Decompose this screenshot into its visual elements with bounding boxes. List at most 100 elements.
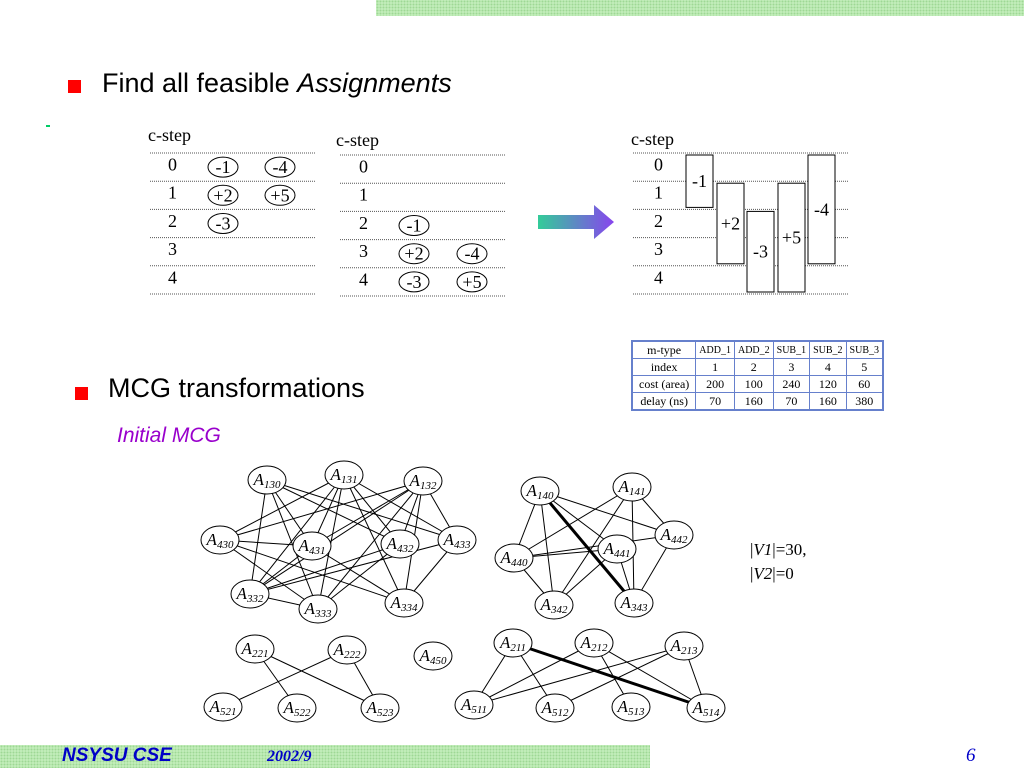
mcg-node-circle [203, 692, 243, 722]
operation-label: +5 [270, 185, 289, 205]
operation-box [777, 182, 806, 293]
page-number: 6 [966, 745, 976, 766]
operation-node: +2 [398, 243, 430, 265]
mcg-node-circle [454, 690, 494, 720]
table-row: cost (area) 200 100 240 120 60 [631, 375, 884, 393]
operation-label: -4 [465, 244, 480, 264]
operation-bar: +2 [716, 182, 745, 265]
table-cell: 200 [695, 375, 735, 393]
footer-date: 2002/9 [267, 748, 312, 765]
mcg-node-circle [384, 588, 424, 618]
operation-node: -4 [456, 243, 488, 265]
operation-oval [207, 213, 239, 234]
table-cell: 1 [695, 358, 735, 376]
mcg-edge [343, 474, 458, 541]
table-cell: 60 [845, 375, 884, 393]
mcg-node-label: A431 [298, 536, 326, 557]
mcg-node-label: A450 [419, 646, 447, 667]
cstep-number: 1 [654, 183, 663, 203]
footer-band [0, 745, 650, 768]
module-table-header: m-type ADD_1 ADD_2 SUB_1 SUB_2 SUB_3 [631, 340, 884, 359]
mcg-node: A332 [230, 579, 270, 609]
mcg-node: A430 [200, 525, 240, 555]
table-header-cell: SUB_1 [772, 340, 811, 359]
mcg-node: A521 [203, 692, 243, 722]
cstep-number: 2 [654, 211, 663, 231]
mcg-node: A431 [292, 531, 332, 561]
operation-label: +5 [462, 272, 481, 292]
operation-label: -1 [692, 171, 707, 191]
cstep-label-right: c-step [631, 129, 674, 149]
operation-label: -4 [273, 157, 288, 177]
operation-label: +2 [404, 244, 423, 264]
operation-box [807, 154, 836, 265]
operation-node: -4 [264, 156, 296, 178]
mcg-node-circle [200, 525, 240, 555]
mcg-node-label: A332 [236, 584, 264, 605]
cstep-number: 1 [359, 185, 368, 205]
mcg-node-label: A522 [283, 698, 311, 719]
cstep-number: 2 [359, 213, 368, 233]
mcg-node: A523 [360, 693, 400, 723]
operation-oval [398, 215, 430, 236]
operation-bar: -4 [807, 154, 836, 265]
module-table: m-type ADD_1 ADD_2 SUB_1 SUB_2 SUB_3 ind… [631, 340, 884, 411]
mcg-node-label: A343 [620, 593, 648, 614]
mcg-node: A522 [277, 693, 317, 723]
mcg-node-circle [403, 466, 443, 496]
bullet-square-2 [75, 387, 88, 400]
operation-label: +2 [721, 214, 740, 234]
mcg-node-label: A440 [500, 548, 528, 569]
mcg-edge [222, 649, 348, 708]
table-cell: index [631, 358, 697, 376]
mcg-node-circle [380, 529, 420, 559]
section1-emphasis: Assignments [297, 68, 452, 98]
mcg-edge [317, 543, 401, 610]
operation-node: -1 [207, 156, 239, 178]
operation-label: -3 [407, 272, 422, 292]
mcg-node-label: A212 [580, 633, 608, 654]
mcg-node: A130 [247, 465, 287, 495]
mcg-subtitle: Initial MCG [117, 424, 221, 447]
mcg-node-label: A141 [618, 477, 646, 498]
operation-node: -3 [398, 271, 430, 293]
mcg-edge [219, 480, 424, 541]
v1-size: |V1|=30, [750, 540, 807, 559]
mcg-node: A213 [664, 631, 704, 661]
mcg-node-circle [292, 531, 332, 561]
mcg-node: A343 [614, 588, 654, 618]
cstep-number: 3 [168, 239, 177, 259]
table-cell: 160 [809, 392, 847, 411]
mcg-node-label: A211 [499, 633, 526, 654]
cstep-number: 2 [168, 211, 177, 231]
table-cell: 70 [772, 392, 811, 411]
operation-node: +5 [456, 271, 488, 293]
mcg-node-label: A433 [443, 530, 471, 551]
mcg-node: A140 [520, 476, 560, 506]
top-decorative-band [376, 0, 1024, 16]
cstep-number: 4 [168, 267, 177, 287]
table-cell: 5 [845, 358, 884, 376]
mcg-edge [554, 645, 685, 709]
mcg-edge [317, 480, 424, 610]
operation-oval [456, 271, 488, 293]
mcg-node-circle [535, 693, 575, 723]
footer-org: NSYSU CSE [62, 745, 172, 766]
mcg-node: A450 [413, 641, 453, 671]
mcg-edge [249, 543, 401, 595]
mcg-edge [249, 474, 345, 595]
cstep-number: 4 [359, 269, 368, 289]
operation-oval [207, 184, 239, 206]
operation-node: -1 [398, 215, 430, 236]
table-header-cell: ADD_2 [733, 340, 774, 359]
mcg-node: A131 [324, 460, 364, 490]
mcg-edge [473, 642, 595, 706]
operation-oval [207, 156, 239, 178]
mcg-node: A132 [403, 466, 443, 496]
table-cell: 240 [772, 375, 811, 393]
mcg-edge [219, 539, 405, 604]
mcg-edge [219, 539, 319, 610]
